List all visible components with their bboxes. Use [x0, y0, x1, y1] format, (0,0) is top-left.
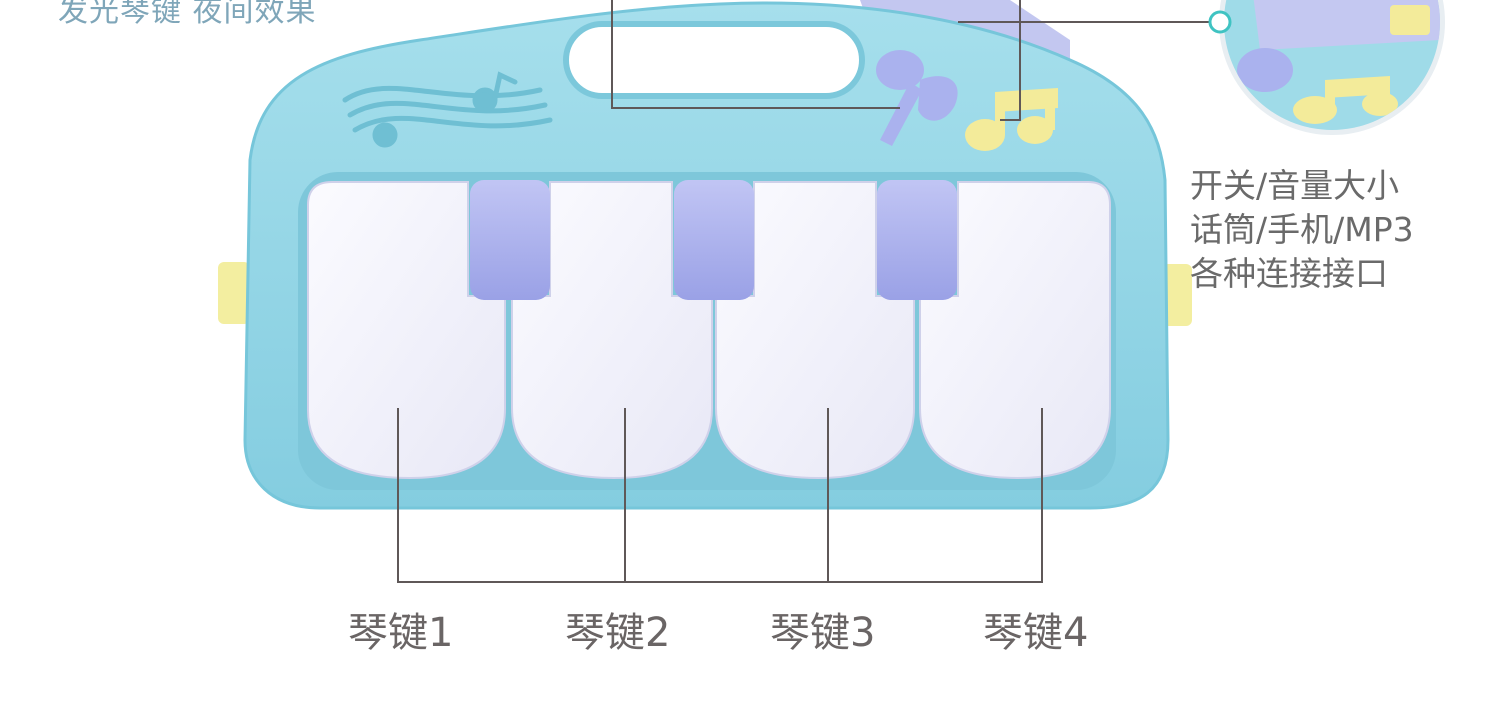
white-keys	[307, 181, 1111, 480]
side-label-line: 话筒/手机/MP3	[1190, 210, 1414, 249]
left-peg	[218, 262, 250, 324]
connector-description: 开关/音量大小 话筒/手机/MP3 各种连接接口	[1190, 164, 1414, 296]
callout-lines	[397, 0, 1210, 583]
callout-dot	[1208, 10, 1232, 34]
white-key-1[interactable]	[307, 181, 506, 480]
key-label-3: 琴键3	[770, 610, 876, 656]
black-key-2[interactable]	[674, 180, 754, 300]
side-label-line: 开关/音量大小	[1190, 166, 1400, 205]
zoom-circle	[1219, 0, 1445, 135]
key-label-4: 琴键4	[983, 610, 1089, 656]
white-key-4[interactable]	[919, 181, 1111, 480]
black-keys	[470, 180, 957, 300]
microphone-icon	[876, 50, 958, 146]
music-note-icon	[965, 88, 1058, 151]
key-label-2: 琴键2	[565, 610, 671, 656]
black-key-3[interactable]	[877, 180, 957, 300]
top-caption: 发光琴键 夜间效果	[58, 0, 317, 29]
handle-hole	[563, 21, 865, 99]
black-key-1[interactable]	[470, 180, 550, 300]
side-label-line: 各种连接接口	[1190, 254, 1388, 293]
key-label-1: 琴键1	[348, 610, 454, 656]
white-key-2[interactable]	[511, 181, 713, 480]
white-key-3[interactable]	[715, 181, 915, 480]
music-staff-icon	[342, 71, 553, 148]
